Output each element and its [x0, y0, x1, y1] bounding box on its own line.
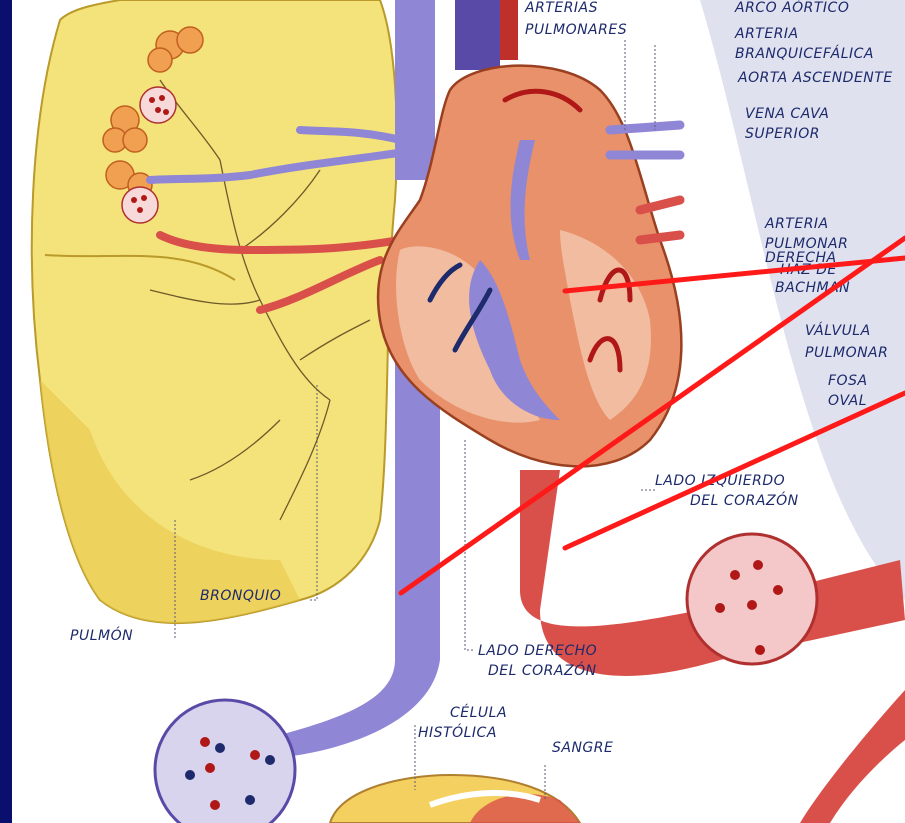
label-oval: OVAL	[828, 393, 867, 409]
superior-vena-cava	[395, 0, 435, 180]
label-arteria-2: ARTERIA	[764, 216, 829, 232]
label-lado-derecho: LADO DERECHO	[478, 643, 597, 659]
label-fosa: FOSA	[828, 373, 868, 389]
artery-top	[500, 0, 518, 60]
label-valvula: VÁLVULA	[805, 322, 871, 339]
label-braquicefalica: BRANQUICEFÁLICA	[735, 45, 874, 62]
label-pulmonares: PULMONARES	[525, 22, 627, 38]
label-arco-aortico: ARCO AÓRTICO	[734, 0, 849, 16]
aorta-trunk	[455, 0, 500, 70]
label-valvula-pulmonar: PULMONAR	[805, 345, 888, 361]
label-del-corazon-der: DEL CORAZÓN	[488, 661, 597, 679]
label-del-corazon-izq: DEL CORAZÓN	[690, 491, 799, 509]
label-sangre: SANGRE	[552, 740, 613, 756]
label-arterias: ARTERIAS	[524, 0, 598, 16]
label-vena-cava: VENA CAVA	[745, 106, 829, 122]
label-celula: CÉLULA	[450, 704, 507, 721]
label-aorta-ascendente: AORTA ASCENDENTE	[737, 70, 893, 86]
label-histolica: HISTÓLICA	[418, 723, 497, 741]
label-pulmon: PULMÓN	[70, 626, 133, 644]
label-superior: SUPERIOR	[745, 126, 820, 142]
label-bronquio: BRONQUIO	[200, 588, 281, 604]
blood-circle-right	[687, 534, 817, 664]
label-arteria: ARTERIA	[734, 26, 799, 42]
